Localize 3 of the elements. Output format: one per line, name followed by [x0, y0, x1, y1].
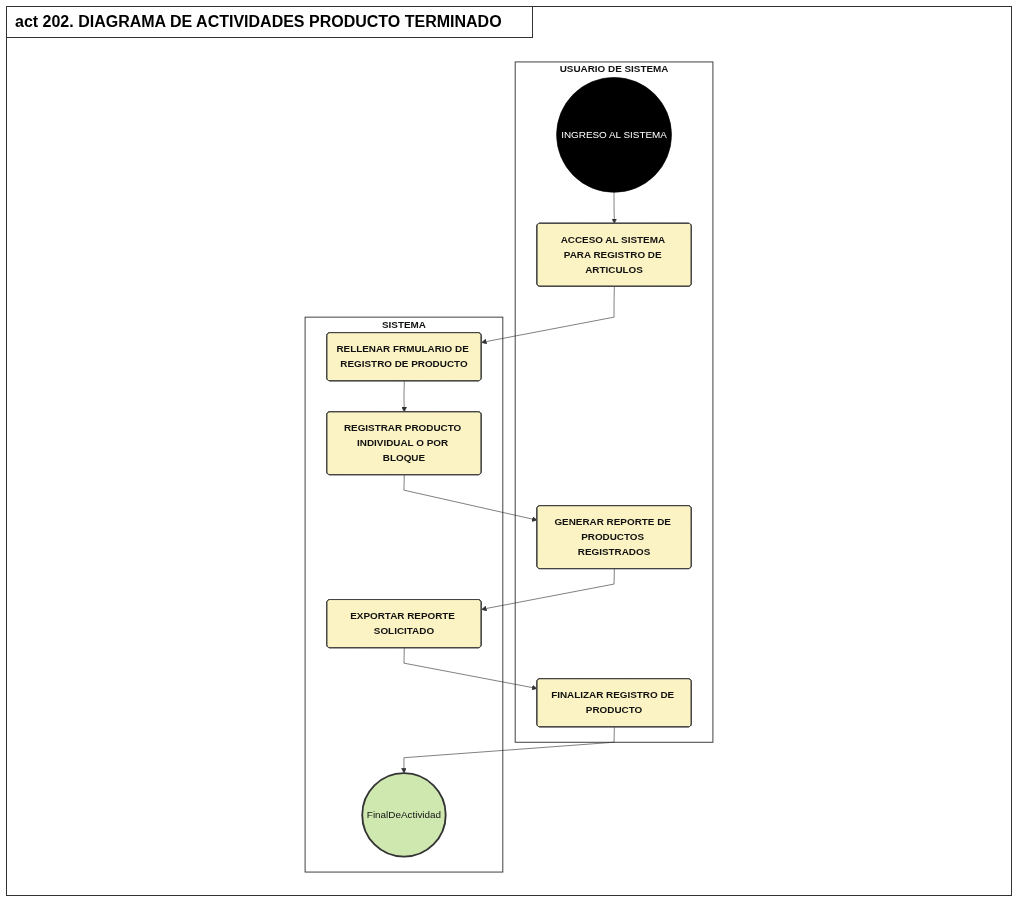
diagram-title: act 202. DIAGRAMA DE ACTIVIDADES PRODUCTO TERMINADO [7, 7, 533, 38]
node-circle: INGRESO AL SISTEMA [556, 76, 672, 193]
node-circle: FinalDeActividad [361, 771, 447, 858]
